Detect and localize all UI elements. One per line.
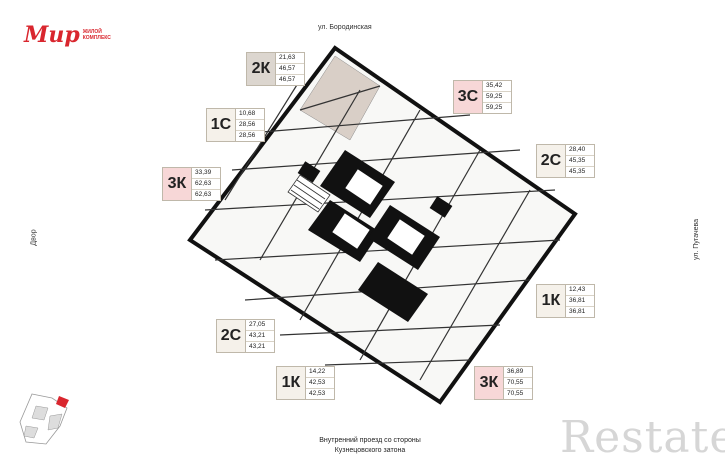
unit-total-area-2: 62,63 (195, 191, 212, 198)
logo-line1: жилой (82, 29, 102, 35)
unit-total-area-2: 70,55 (507, 390, 524, 397)
unit-living-area: 35,42 (483, 81, 511, 92)
unit-total-area-2: 43,21 (249, 343, 266, 350)
unit-card-1k-right[interactable]: 1К 12,43 36,81 36,81 (536, 284, 595, 318)
logo: Мир жилой комплекс (24, 22, 111, 48)
lift-shafts (332, 169, 425, 255)
street-bottom-line2: Кузнецовского затона (334, 447, 406, 454)
unit-total-area-2: 42,53 (309, 390, 326, 397)
unit-code: 3С (454, 81, 482, 113)
unit-total-area: 28,56 (236, 120, 264, 131)
unit-card-1k-bottom[interactable]: 1К 14,22 42,53 42,53 (276, 366, 335, 400)
unit-code: 1К (537, 285, 565, 317)
unit-code: 3К (163, 168, 191, 200)
unit-card-2c-left[interactable]: 2С 27,05 43,21 43,21 (216, 319, 275, 353)
unit-card-1c[interactable]: 1С 10,68 28,56 28,56 (206, 108, 265, 142)
site-mini-map (19, 393, 69, 445)
unit-card-3k-left[interactable]: 3К 33,39 62,63 62,63 (162, 167, 221, 201)
stair-block (287, 174, 331, 213)
unit-total-area: 36,81 (566, 296, 594, 307)
unit-code: 2С (537, 145, 565, 177)
unit-living-area: 21,63 (276, 53, 304, 64)
logo-mark: Мир (24, 22, 80, 48)
unit-card-2c-right[interactable]: 2С 28,40 45,35 45,35 (536, 144, 595, 178)
unit-total-area: 46,57 (276, 64, 304, 75)
unit-living-area: 28,40 (566, 145, 594, 156)
unit-total-area: 43,21 (246, 331, 274, 342)
street-bottom-line1: Внутренний проезд со стороны (319, 437, 421, 444)
street-top: ул. Бородинская (318, 24, 372, 31)
unit-total-area-2: 36,81 (569, 308, 586, 315)
unit-total-area: 70,55 (504, 378, 532, 389)
unit-code: 2С (217, 320, 245, 352)
unit-living-area: 27,05 (246, 320, 274, 331)
unit-total-area-2: 59,25 (486, 104, 503, 111)
unit-card-3k-bottom[interactable]: 3К 36,89 70,55 70,55 (474, 366, 533, 400)
unit-total-area: 62,63 (192, 179, 220, 190)
unit-total-area-2: 46,57 (279, 76, 296, 83)
watermark: Restate (560, 412, 725, 463)
unit-code: 3К (475, 367, 503, 399)
unit-code: 1К (277, 367, 305, 399)
unit-living-area: 10,68 (236, 109, 264, 120)
unit-living-area: 12,43 (566, 285, 594, 296)
unit-code: 1С (207, 109, 235, 141)
unit-living-area: 36,89 (504, 367, 532, 378)
unit-living-area: 14,22 (306, 367, 334, 378)
unit-card-3c[interactable]: 3С 35,42 59,25 59,25 (453, 80, 512, 114)
unit-living-area: 33,39 (192, 168, 220, 179)
unit-total-area: 42,53 (306, 378, 334, 389)
unit-total-area: 45,35 (566, 156, 594, 167)
logo-line2: комплекс (82, 35, 111, 41)
unit-total-area-2: 28,56 (239, 132, 256, 139)
street-bottom: Внутренний проезд со стороны Кузнецовско… (290, 436, 450, 456)
unit-card-2k-top[interactable]: 2К 21,63 46,57 46,57 (246, 52, 305, 86)
unit-total-area: 59,25 (483, 92, 511, 103)
unit-code: 2К (247, 53, 275, 85)
unit-total-area-2: 45,35 (569, 168, 586, 175)
